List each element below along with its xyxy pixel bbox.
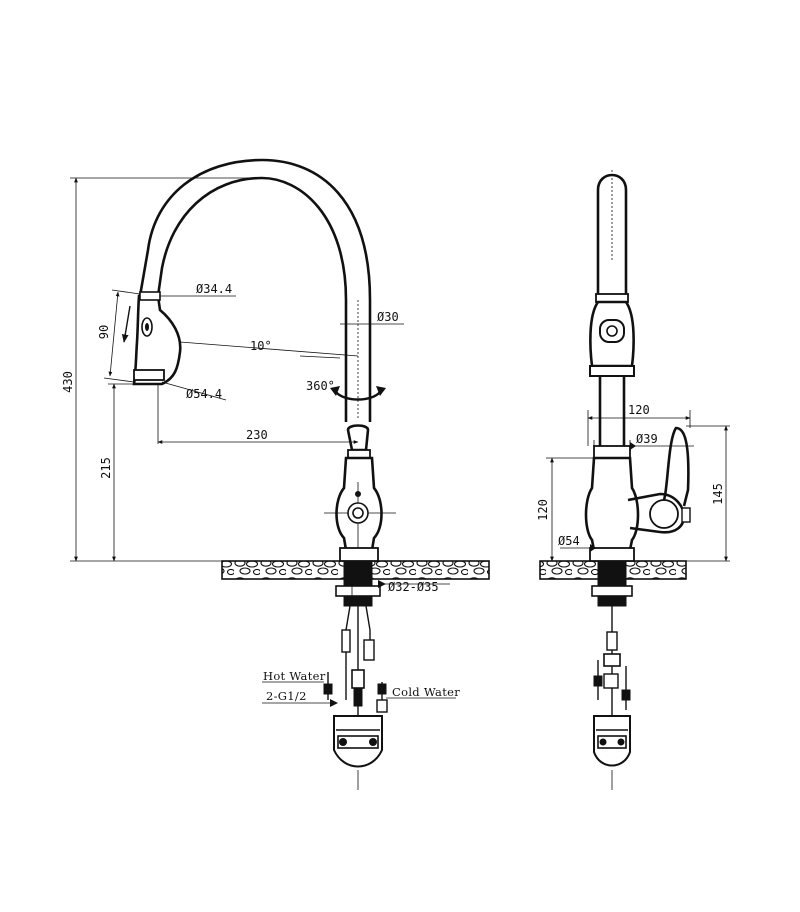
spray-head-front bbox=[132, 291, 182, 386]
hoses-side bbox=[593, 606, 631, 716]
hose-weight-side bbox=[593, 715, 631, 790]
cold-water-callout: Cold Water bbox=[386, 685, 460, 699]
spout-lower-side bbox=[598, 376, 626, 452]
dim-handle-height: 145 bbox=[686, 425, 730, 562]
base-dia-label: Ø54 bbox=[558, 534, 580, 548]
spray-length-label: 90 bbox=[97, 325, 111, 339]
reach-label: 230 bbox=[246, 428, 268, 442]
dim-spout-height: 215 bbox=[99, 383, 134, 562]
dim-spray-head-dia: Ø34.4 bbox=[160, 282, 236, 297]
dim-reach: 230 bbox=[157, 384, 359, 444]
dim-body-dia: Ø39 bbox=[593, 432, 694, 452]
tilt-angle-label: 10° bbox=[250, 339, 272, 353]
spout-front bbox=[138, 158, 372, 422]
side-view: 120 Ø39 120 145 Ø54 bbox=[536, 170, 730, 790]
faucet-body-front bbox=[324, 424, 396, 562]
faucet-body-side bbox=[584, 445, 640, 562]
mounting-shank-side bbox=[591, 560, 633, 607]
spray-head-dia-label: Ø34.4 bbox=[196, 282, 232, 296]
dim-spout-dia: Ø30 bbox=[340, 310, 404, 328]
body-dia-label: Ø39 bbox=[636, 432, 658, 446]
dim-spray-length: 90 bbox=[97, 289, 141, 383]
front-view: 430 215 90 Ø34.4 Ø54.4 bbox=[61, 158, 490, 790]
hot-water-callout: Hot Water bbox=[262, 669, 326, 683]
hose-weight-front bbox=[333, 715, 383, 790]
spout-dia-label: Ø30 bbox=[377, 310, 399, 324]
hoses-front bbox=[323, 605, 388, 716]
dim-handle-width: 120 bbox=[587, 403, 691, 446]
spout-height-label: 215 bbox=[99, 457, 113, 479]
dim-hole-dia: Ø32-Ø35 bbox=[378, 580, 450, 594]
hole-dia-label: Ø32-Ø35 bbox=[388, 580, 439, 594]
dim-mouth-dia: Ø54.4 bbox=[161, 381, 227, 401]
mouth-dia-label: Ø54.4 bbox=[186, 387, 222, 401]
mounting-shank-front bbox=[335, 560, 381, 607]
rotation-label: 360° bbox=[306, 379, 335, 393]
dim-total-height: 430 bbox=[61, 177, 262, 562]
connection-label: 2-G1/2 bbox=[266, 689, 307, 703]
handle-width-label: 120 bbox=[628, 403, 650, 417]
lever-handle-side bbox=[627, 426, 691, 534]
spout-side bbox=[595, 170, 629, 303]
dim-base-dia: Ø54 bbox=[558, 534, 596, 552]
spray-head-side bbox=[589, 300, 635, 377]
total-height-label: 430 bbox=[61, 371, 75, 393]
body-height-label: 120 bbox=[536, 499, 550, 521]
cold-water-label: Cold Water bbox=[392, 685, 460, 699]
connection-callout: 2-G1/2 bbox=[262, 689, 338, 707]
hot-water-label: Hot Water bbox=[263, 669, 326, 683]
dim-tilt-angle: 10° bbox=[179, 339, 359, 359]
handle-height-label: 145 bbox=[711, 483, 725, 505]
rotation-indicator: 360° bbox=[306, 379, 386, 401]
dim-body-height: 120 bbox=[536, 457, 594, 562]
